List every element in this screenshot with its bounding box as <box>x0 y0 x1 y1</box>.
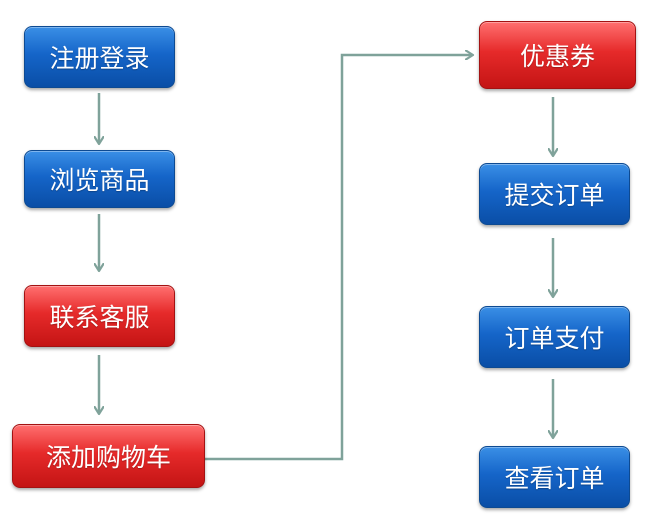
node-submit-order-label: 提交订单 <box>504 181 605 210</box>
node-coupon: 优惠券 <box>479 21 636 89</box>
node-view-order: 查看订单 <box>479 446 630 508</box>
node-view-order-label: 查看订单 <box>504 464 605 493</box>
node-browse-products: 浏览商品 <box>24 150 175 208</box>
node-register-login-label: 注册登录 <box>49 44 150 73</box>
node-order-payment: 订单支付 <box>479 306 630 368</box>
node-order-payment-label: 订单支付 <box>504 324 605 353</box>
node-submit-order: 提交订单 <box>479 163 630 225</box>
node-add-to-cart-label: 添加购物车 <box>45 443 171 472</box>
node-browse-products-label: 浏览商品 <box>49 166 150 195</box>
node-contact-service: 联系客服 <box>24 285 175 347</box>
node-contact-service-label: 联系客服 <box>49 303 150 332</box>
node-add-to-cart: 添加购物车 <box>12 424 205 488</box>
arrow-cart-to-coupon <box>205 55 472 461</box>
node-register-login: 注册登录 <box>24 26 175 88</box>
node-coupon-label: 优惠券 <box>519 42 595 71</box>
